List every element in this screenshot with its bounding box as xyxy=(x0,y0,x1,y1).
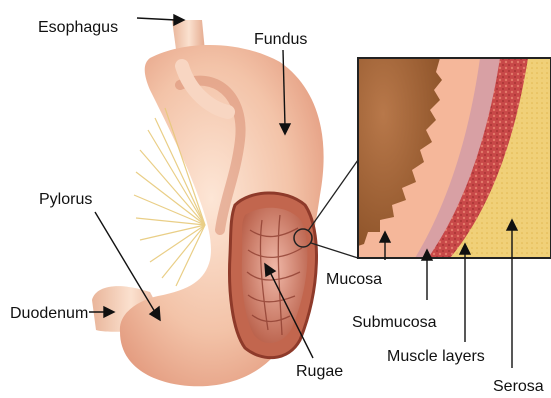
label-fundus: Fundus xyxy=(254,31,307,48)
stomach-illustration xyxy=(92,20,324,386)
inset-connector-bottom xyxy=(311,243,358,258)
label-pylorus: Pylorus xyxy=(39,191,92,208)
label-esophagus: Esophagus xyxy=(38,19,118,36)
wall-layers-inset xyxy=(358,58,551,258)
label-duodenum: Duodenum xyxy=(10,305,88,322)
label-mucosa: Mucosa xyxy=(326,271,382,288)
label-muscle-layers: Muscle layers xyxy=(387,348,485,365)
label-rugae: Rugae xyxy=(296,363,343,380)
label-submucosa: Submucosa xyxy=(352,314,437,331)
label-serosa: Serosa xyxy=(493,378,544,395)
